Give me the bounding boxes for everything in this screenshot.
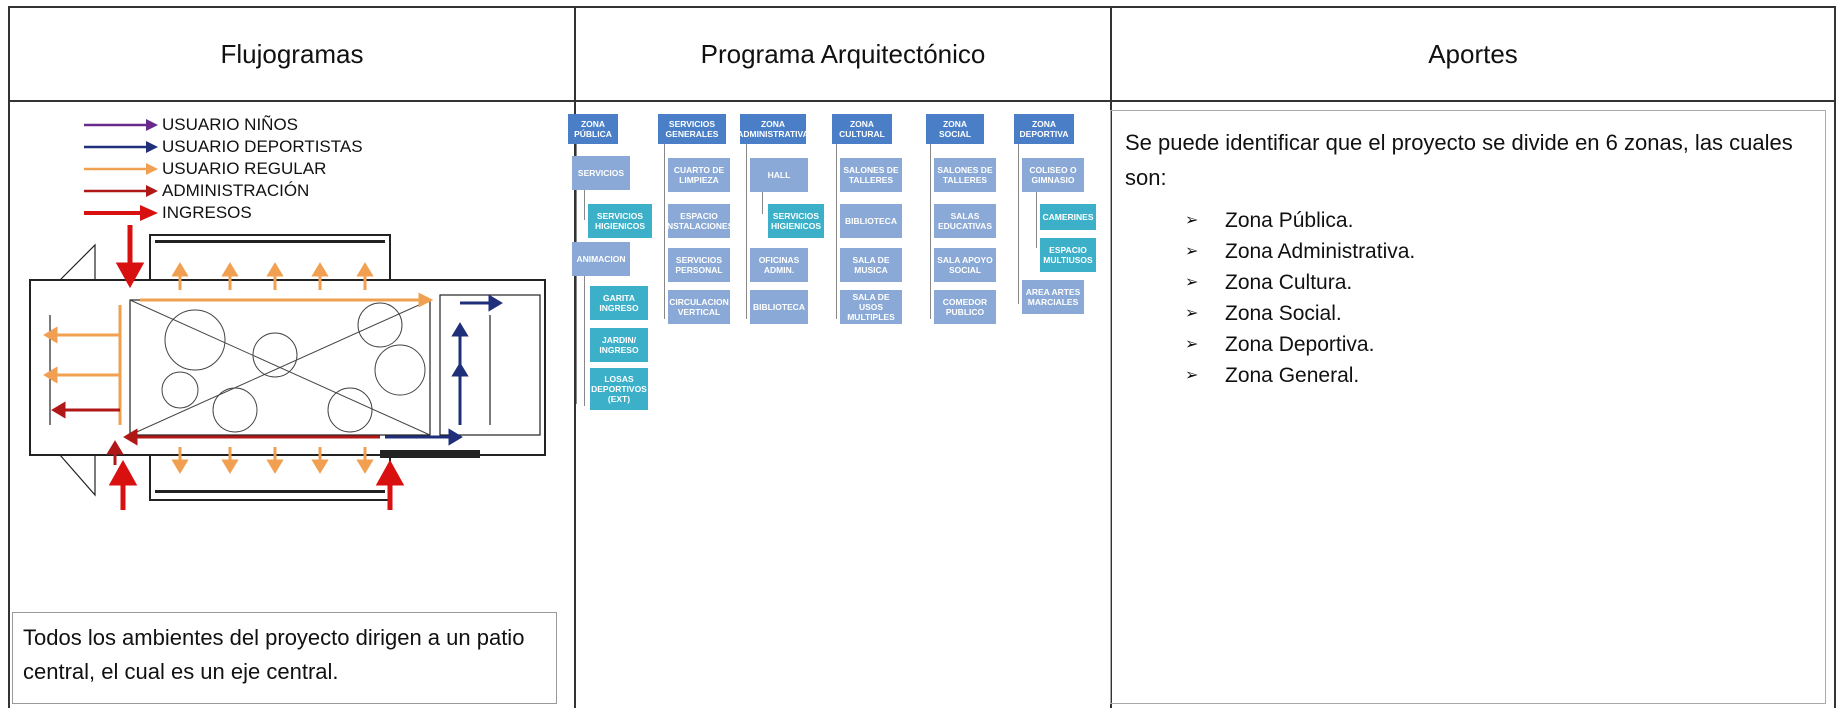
header-aportes: Aportes [1112, 8, 1834, 102]
zone-label: Zona Social. [1225, 302, 1342, 325]
servicios-higienicos-box: SERVICIOS HIGIENICOS [588, 204, 652, 238]
espacio-multiusos-box: ESPACIO MULTIUSOS [1040, 238, 1096, 272]
arrowhead-bullet-icon: ➢ [1185, 212, 1199, 229]
header-flujogramas: Flujogramas [10, 8, 574, 102]
servicios-personal-box: SERVICIOS PERSONAL [668, 248, 730, 282]
connector-line [584, 276, 585, 406]
espacio-instalaciones-box: ESPACIO INSTALACIONES [665, 204, 733, 238]
list-item: ➢ Zona General. [1185, 360, 1811, 391]
legend-item: USUARIO DEPORTISTAS [82, 136, 492, 158]
legend-label: INGRESOS [162, 203, 252, 222]
connector-line [1036, 192, 1037, 248]
losas-box: LOSAS DEPORTIVOS (EXT) [590, 368, 648, 410]
zone-label: Zona General. [1225, 364, 1360, 387]
camerines-box: CAMERINES [1040, 204, 1096, 230]
zone-label: Zona Administrativa. [1225, 240, 1416, 263]
comparison-table: Flujogramas Programa Arquitectónico Apor… [8, 6, 1836, 708]
connector-line [1018, 144, 1019, 304]
salones-talleres-box: SALONES DE TALLERES [840, 158, 902, 192]
flujograma-note: Todos los ambientes del proyecto dirigen… [12, 612, 557, 704]
arrow-right-icon [84, 163, 158, 175]
salas-educativas-box: SALAS EDUCATIVAS [934, 204, 996, 238]
zona-administrativa-box: ZONA ADMINISTRATIVA [737, 114, 809, 144]
arrowhead-bullet-icon: ➢ [1185, 336, 1199, 353]
arrowhead-bullet-icon: ➢ [1185, 367, 1199, 384]
zona-deportiva-box: ZONA DEPORTIVA [1014, 114, 1074, 144]
coliseo-box: COLISEO O GIMNASIO [1022, 158, 1084, 192]
zona-cultural-box: ZONA CULTURAL [832, 114, 892, 144]
aportes-content: Se puede identificar que el proyecto se … [1110, 110, 1826, 704]
legend-item: USUARIO REGULAR [82, 158, 492, 180]
garita-box: GARITA INGRESO [590, 286, 648, 320]
servicios-higienicos-admin-box: SERVICIOS HIGIENICOS [768, 204, 824, 238]
legend-item: ADMINISTRACIÓN [82, 180, 492, 202]
flow-legend: USUARIO NIÑOS USUARIO DEPORTISTAS USUARI… [82, 114, 492, 224]
legend-label: ADMINISTRACIÓN [162, 181, 310, 200]
connector-line [584, 190, 585, 220]
legend-item: INGRESOS [82, 202, 492, 224]
servicios-generales-box: SERVICIOS GENERALES [658, 114, 726, 144]
connector-line [762, 192, 763, 214]
floor-plan-diagram [29, 225, 546, 510]
sala-usos-multiples-box: SALA DE USOS MULTIPLES [840, 290, 902, 324]
zone-label: Zona Cultura. [1225, 271, 1353, 294]
legend-label: USUARIO DEPORTISTAS [162, 137, 363, 156]
circulacion-vertical-box: CIRCULACION VERTICAL [668, 290, 730, 324]
legend-item: USUARIO NIÑOS [82, 114, 492, 136]
zone-publica-box: ZONA PÚBLICA [568, 114, 618, 144]
biblioteca-admin-box: BIBLIOTECA [750, 290, 808, 324]
arrow-right-icon [84, 185, 158, 197]
zone-label: Zona Pública. [1225, 209, 1354, 232]
zona-social-box: ZONA SOCIAL [926, 114, 984, 144]
comedor-publico-box: COMEDOR PUBLICO [934, 290, 996, 324]
list-item: ➢ Zona Social. [1185, 298, 1811, 329]
salones-talleres-social-box: SALONES DE TALLERES [934, 158, 996, 192]
arrow-right-icon [84, 205, 158, 221]
zone-list: ➢ Zona Pública. ➢ Zona Administrativa. ➢ Zo… [1185, 205, 1811, 391]
artes-marciales-box: AREA ARTES MARCIALES [1022, 280, 1084, 314]
connector-line [930, 144, 931, 319]
column-divider [1110, 8, 1112, 708]
jardin-box: JARDIN/ INGRESO [590, 328, 648, 362]
column-divider [574, 8, 576, 708]
servicios-box: SERVICIOS [572, 156, 630, 190]
oficinas-admin-box: OFICINAS ADMIN. [750, 248, 808, 282]
aportes-intro: Se puede identificar que el proyecto se … [1125, 130, 1793, 190]
list-item: ➢ Zona Deportiva. [1185, 329, 1811, 360]
legend-label: USUARIO NIÑOS [162, 115, 299, 134]
biblioteca-box: BIBLIOTECA [840, 204, 902, 238]
list-item: ➢ Zona Pública. [1185, 205, 1811, 236]
connector-line [664, 144, 665, 319]
arrow-right-icon [84, 119, 158, 131]
connector-line [746, 144, 747, 319]
arrowhead-bullet-icon: ➢ [1185, 305, 1199, 322]
connector-line [836, 144, 837, 319]
animacion-box: ANIMACION [572, 242, 630, 276]
header-programa: Programa Arquitectónico [576, 8, 1110, 102]
legend-label: USUARIO REGULAR [162, 159, 327, 178]
hall-box: HALL [750, 158, 808, 192]
cuarto-limpieza-box: CUARTO DE LIMPIEZA [668, 158, 730, 192]
arrowhead-bullet-icon: ➢ [1185, 243, 1199, 260]
list-item: ➢ Zona Cultura. [1185, 267, 1811, 298]
arrowhead-bullet-icon: ➢ [1185, 274, 1199, 291]
sala-apoyo-social-box: SALA APOYO SOCIAL [934, 248, 996, 282]
list-item: ➢ Zona Administrativa. [1185, 236, 1811, 267]
arrow-right-icon [84, 141, 158, 153]
zone-label: Zona Deportiva. [1225, 333, 1375, 356]
sala-musica-box: SALA DE MUSICA [840, 248, 902, 282]
